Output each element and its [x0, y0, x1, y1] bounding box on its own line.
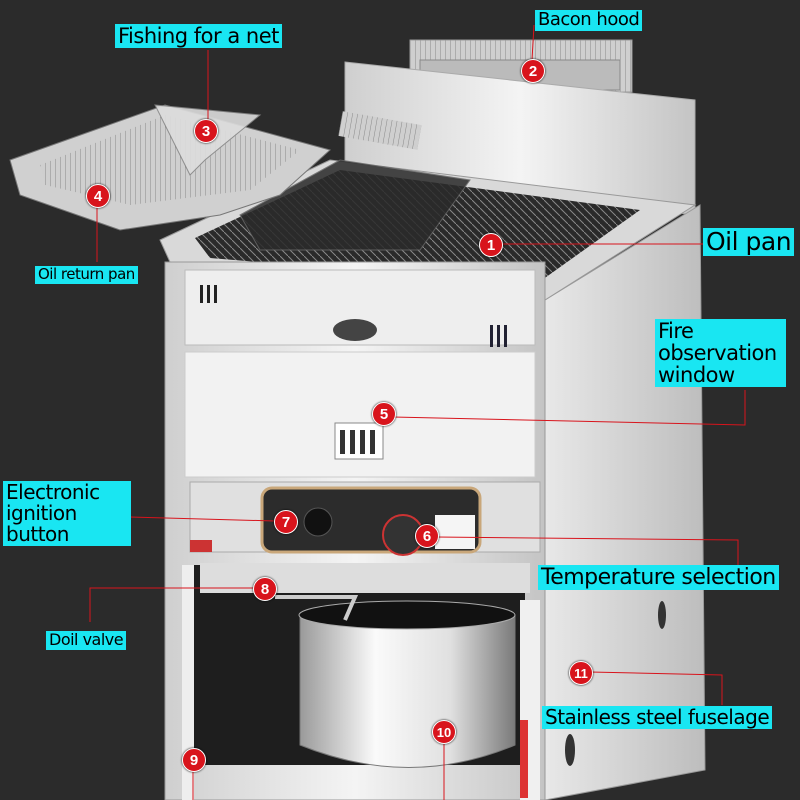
label-doil-valve: Doil valve	[46, 631, 127, 650]
oil-pot	[299, 614, 516, 768]
marker-3: 3	[194, 119, 218, 143]
label-temperature-selection: Temperature selection	[538, 565, 779, 591]
ignition-knob	[303, 507, 333, 537]
marker-9: 9	[182, 748, 206, 772]
label-electronic-ignition-button: Electronic ignition button	[3, 481, 131, 546]
marker-5: 5	[372, 402, 396, 426]
label-oil-pan: Oil pan	[703, 228, 795, 257]
marker-10: 10	[432, 720, 456, 744]
marker-8: 8	[253, 577, 277, 601]
marker-7: 7	[274, 510, 298, 534]
label-stainless-steel-fuselage: Stainless steel fuselage	[542, 706, 773, 729]
label-fishing-net: Fishing for a net	[115, 24, 282, 49]
leader-lines	[89, 24, 746, 800]
marker-4: 4	[86, 184, 110, 208]
label-fire-observation-window: Fire observation window	[655, 319, 786, 388]
marker-1: 1	[479, 233, 503, 257]
marker-2: 2	[521, 59, 545, 83]
label-bacon-hood: Bacon hood	[535, 10, 643, 31]
marker-6: 6	[415, 524, 439, 548]
marker-11: 11	[569, 661, 593, 685]
label-oil-return-pan: Oil return pan	[35, 266, 138, 284]
